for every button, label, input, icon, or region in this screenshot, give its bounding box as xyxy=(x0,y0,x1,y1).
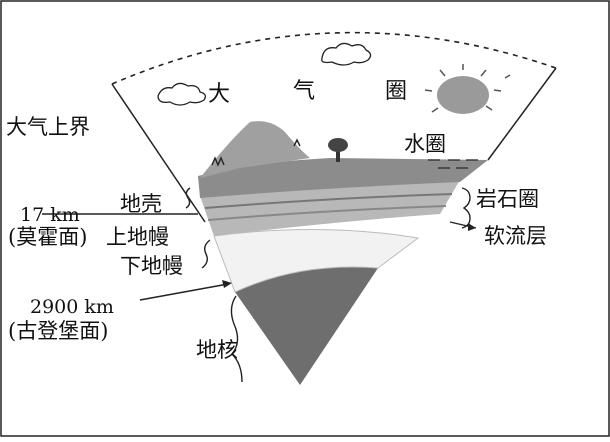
cloud-icon xyxy=(157,82,206,106)
crust-brace xyxy=(185,187,191,209)
upper-mantle-layer xyxy=(200,180,460,236)
lithosphere-brace xyxy=(461,187,471,229)
upper-mantle-label: 上地幔 xyxy=(106,225,169,249)
tree-icon xyxy=(328,138,348,162)
water-icon xyxy=(428,159,478,169)
crust-layer xyxy=(198,158,488,198)
mountain xyxy=(200,121,310,178)
lower-mantle-layer xyxy=(213,228,420,293)
crust-label: 地壳 xyxy=(120,192,162,216)
core-label: 地核 xyxy=(196,338,238,362)
upper-atmosphere-boundary-label: 大气上界 xyxy=(6,115,90,139)
atmosphere-label-2: 气 xyxy=(293,79,315,104)
atmosphere-label-3: 圈 xyxy=(385,79,407,104)
moho-depth-label: 17 km xyxy=(20,204,80,226)
sun-icon xyxy=(424,64,511,114)
gutenberg-depth-label: 2900 km xyxy=(30,296,114,318)
core-brace xyxy=(230,295,243,383)
arrow-icon xyxy=(468,223,476,231)
core-layer xyxy=(235,267,378,385)
moho-label: (莫霍面) xyxy=(8,225,87,249)
gutenberg-label: (古登堡面) xyxy=(8,319,108,343)
lower-mantle-label: 下地幔 xyxy=(120,254,183,278)
grass-icon xyxy=(211,138,301,167)
lower-mantle-brace xyxy=(201,239,211,269)
hydrosphere-label: 水圈 xyxy=(404,132,446,156)
lithosphere-label: 岩石圈 xyxy=(476,187,539,211)
asthenosphere-label: 软流层 xyxy=(484,224,547,248)
arrow-icon xyxy=(222,280,232,288)
cloud-icon xyxy=(321,42,372,66)
sector-right-edge xyxy=(487,67,557,161)
atmosphere-label-1: 大 xyxy=(208,82,230,107)
sector-left-edge xyxy=(111,83,206,223)
atmosphere-boundary-arc xyxy=(111,31,557,85)
